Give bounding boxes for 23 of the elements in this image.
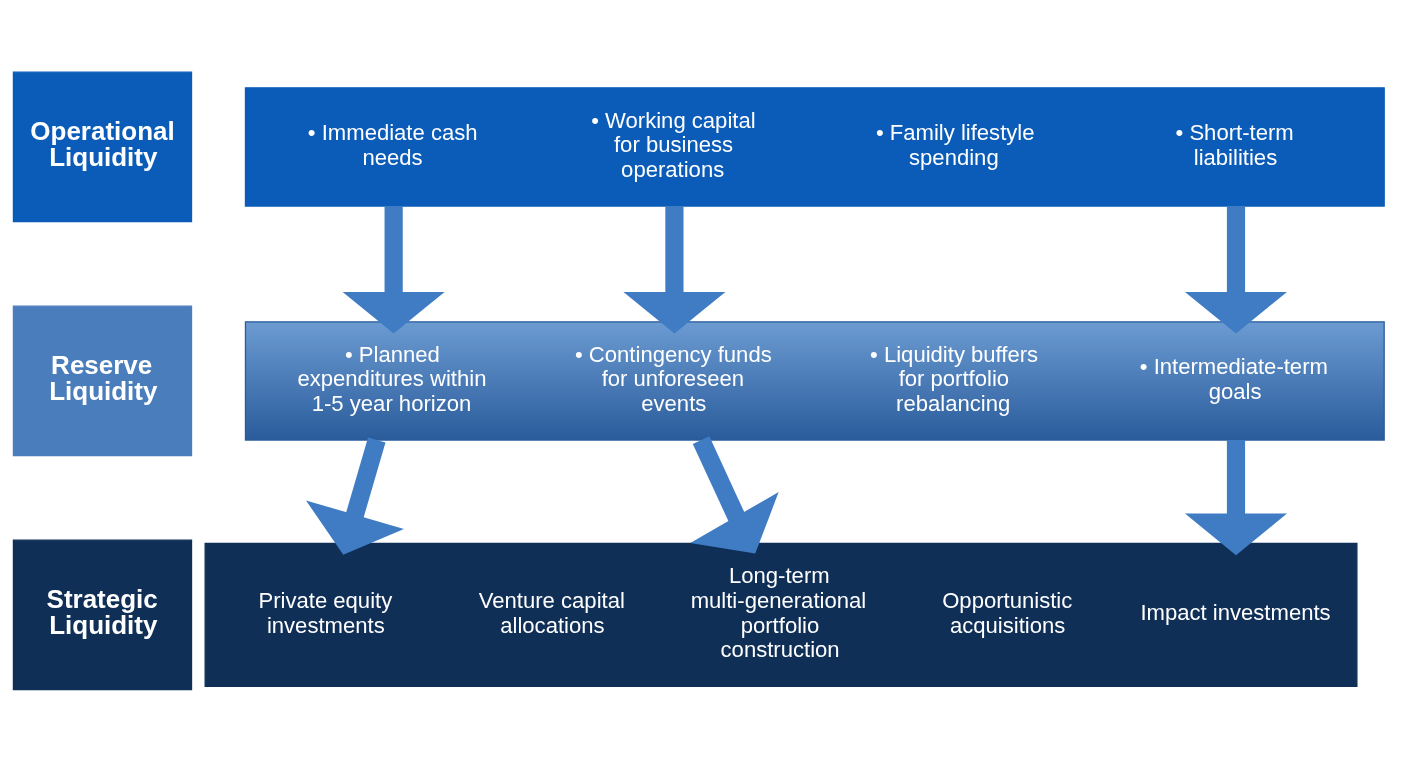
cluster [204,542,1358,687]
node-text: • Intermediate-term goals [1139,353,1328,404]
node-box: Operational Liquidity [12,71,193,222]
node-text: Private equity investments [258,587,393,638]
node-text: • Contingency funds for unforeseen events [574,341,772,416]
node-box: Reserve Liquidity [12,305,193,456]
arrow [1185,439,1287,555]
arrow [1185,205,1287,334]
node-text: • Short-term liabilities [1175,119,1294,170]
node-text: • Immediate cash needs [307,119,478,170]
node-box: Strategic Liquidity [12,539,193,690]
arrow [306,437,404,555]
node-text: • Family lifestyle spending [875,119,1035,170]
node-text: Impact investments [1140,599,1331,625]
arrow [690,435,779,554]
node-text: Venture capital allocations [478,587,625,638]
node-text: • Planned expenditures within 1-5 year horizon [297,341,487,416]
node-text: • Liquidity buffers for portfolio rebalancing [870,341,1039,416]
node-text: Long-term multi-generational portfolio construction [690,562,867,662]
cluster [244,86,1385,207]
node-text: Opportunistic acquisitions [942,587,1073,638]
cluster [244,320,1385,441]
node-text: • Working capital for business operations [591,107,756,182]
